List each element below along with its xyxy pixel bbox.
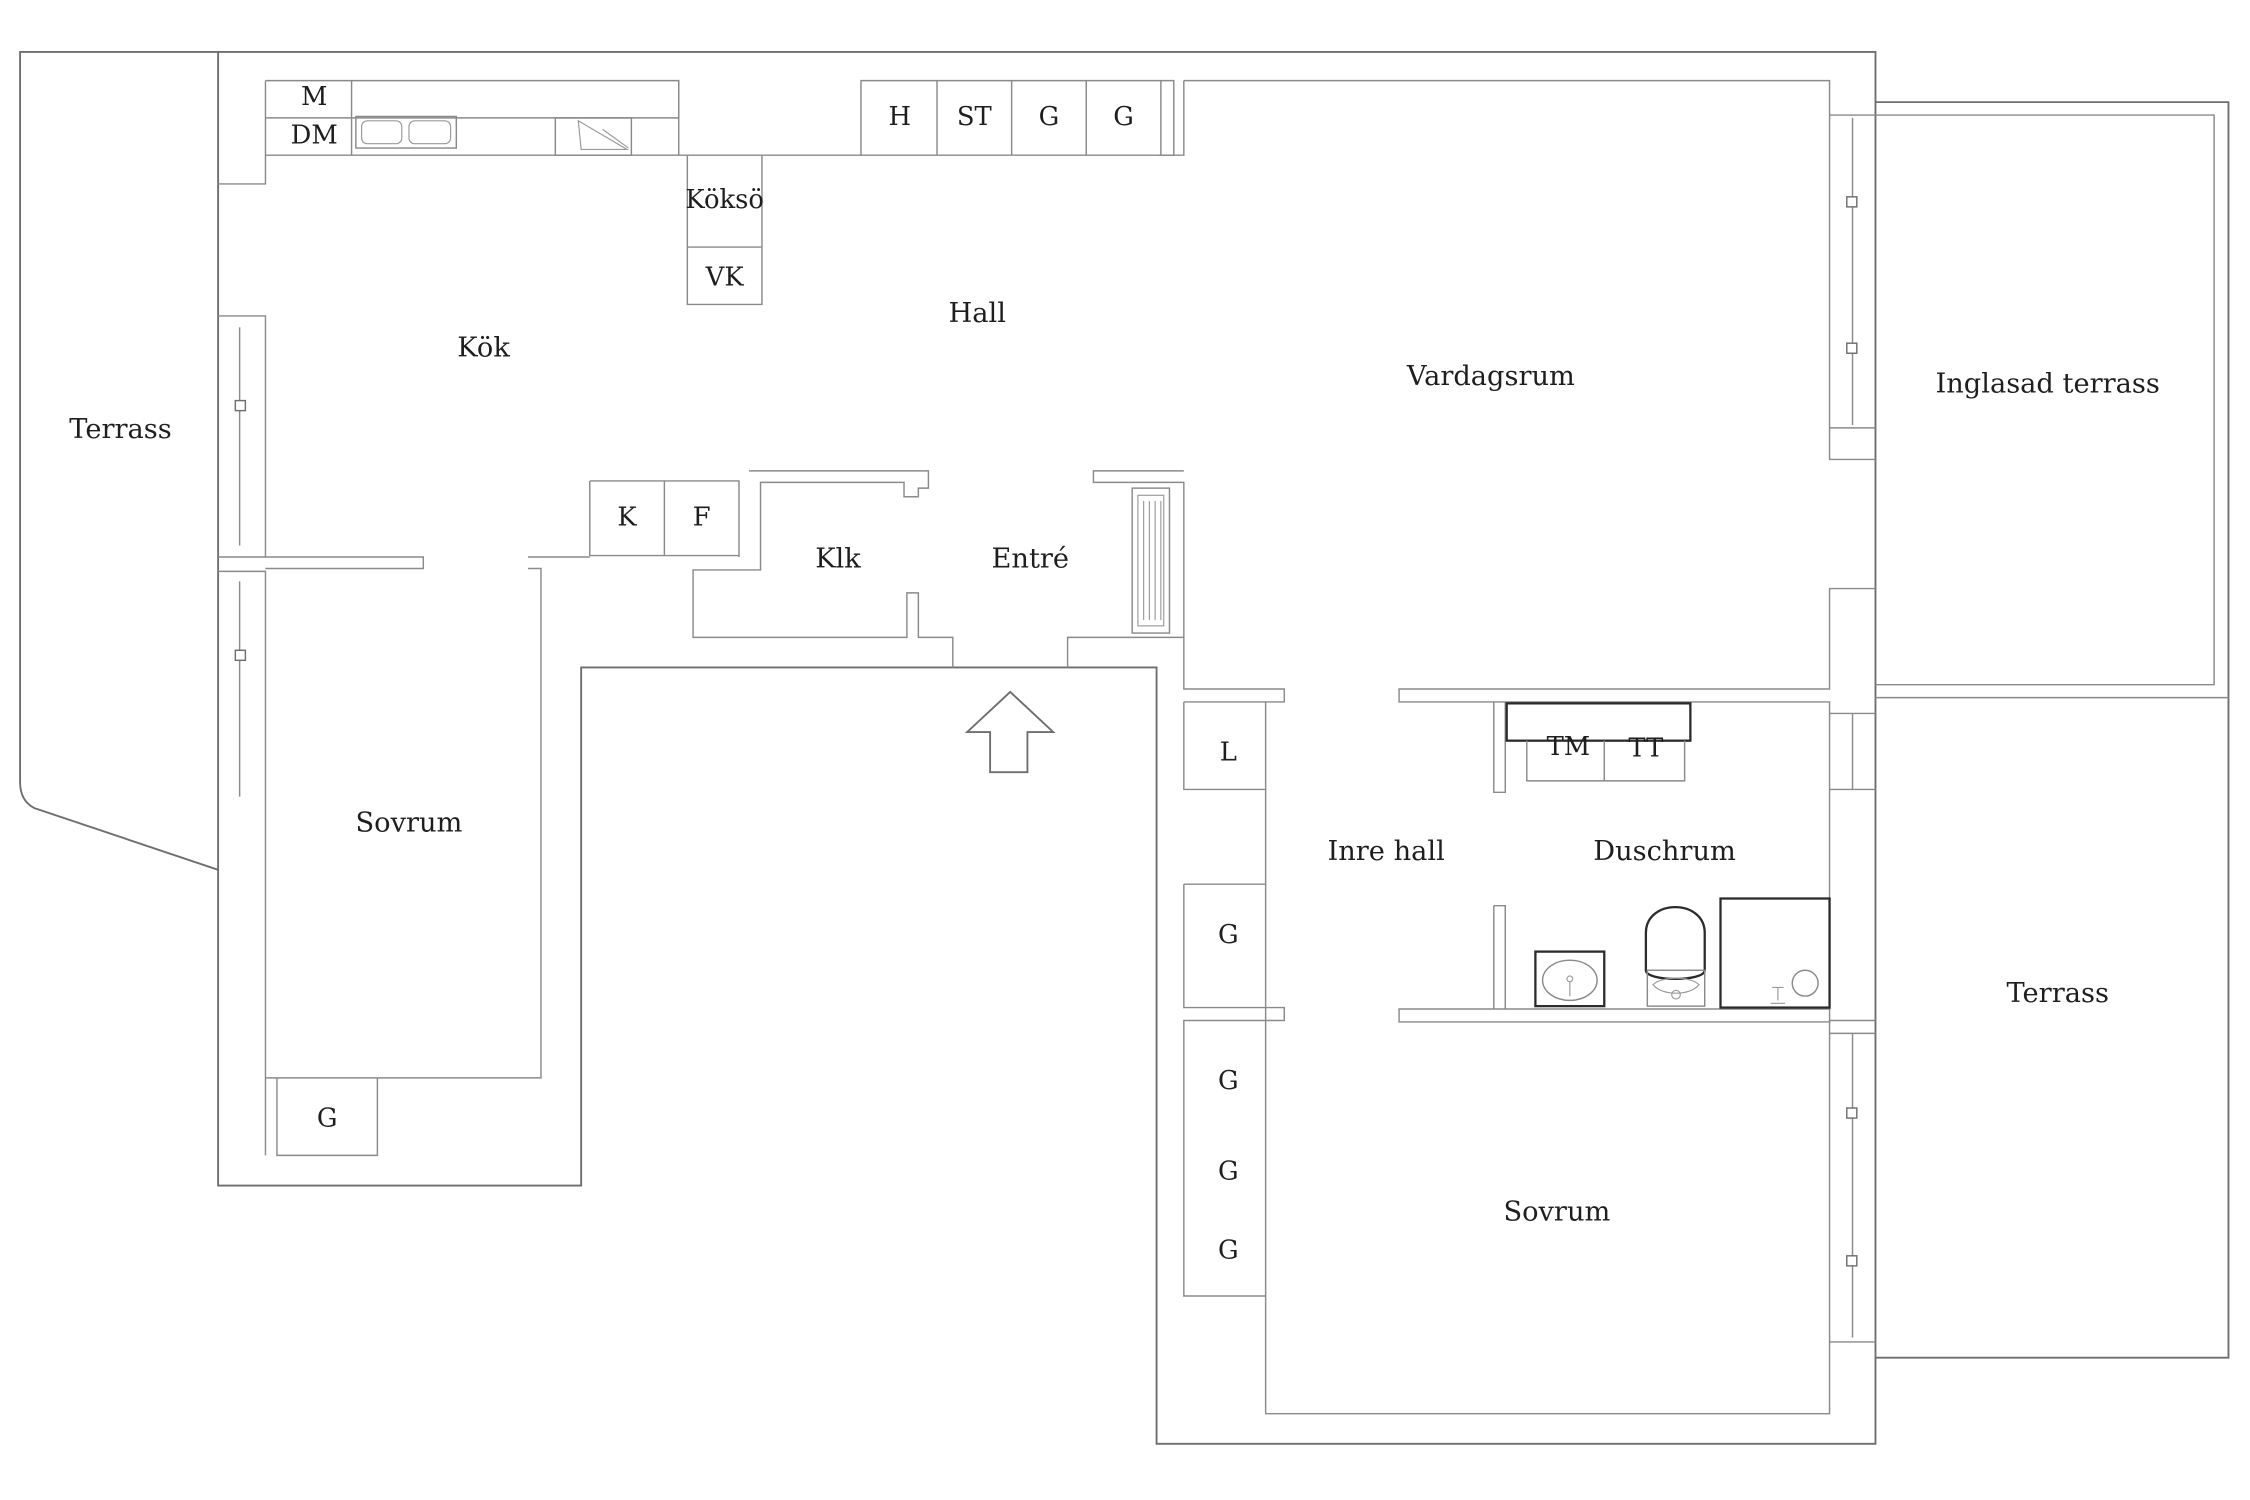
fixture-labels: M DM H ST G G Köksö VK K F G L G TM TT G… — [291, 82, 1664, 1266]
fixture-label-heat-cabinet: H — [888, 102, 911, 132]
room-label-closet: Klk — [815, 543, 861, 574]
fixture-label-microwave: M — [301, 82, 327, 112]
room-label-west-bedroom: Sovrum — [356, 807, 463, 838]
kitchen-island-outline — [686, 155, 763, 306]
fixture-label-wardrobe-hall-2: G — [1113, 102, 1134, 132]
exterior-wall-main — [217, 50, 1877, 1445]
fixture-label-freezer: F — [693, 502, 711, 532]
cabinet-row — [860, 79, 1175, 156]
wardrobe-column — [1183, 701, 1285, 1297]
room-label-entrance: Entré — [992, 543, 1070, 574]
room-label-hall: Hall — [948, 298, 1005, 329]
walls — [217, 50, 1877, 1445]
bedroom-west-partition — [265, 556, 590, 1079]
room-label-living-room: Vardagsrum — [1406, 361, 1575, 392]
room-label-glazed-terrace: Inglasad terrass — [1935, 368, 2159, 399]
fixture-label-washing-machine: TM — [1547, 732, 1591, 762]
fixture-label-dishwasher: DM — [291, 121, 338, 151]
glazed-terrace-inner — [1875, 114, 2229, 699]
sink-icon — [355, 115, 458, 149]
entrance-arrow-icon — [964, 690, 1056, 774]
west-wardrobe-outline — [276, 1077, 379, 1157]
room-label-shower-room: Duschrum — [1593, 836, 1736, 867]
west-wall-inner — [218, 315, 267, 1156]
fixture-label-wardrobe-bedroom-2: G — [1218, 1157, 1239, 1187]
fixture-label-wine-fridge: VK — [705, 263, 745, 293]
fixture-label-wardrobe-hall-1: G — [1039, 102, 1060, 132]
fixture-label-cleaning-cabinet: ST — [957, 102, 992, 132]
room-label-east-bedroom: Sovrum — [1503, 1196, 1610, 1227]
glazed-terrace-outline — [1875, 101, 2230, 1359]
west-terrace-outline — [19, 50, 219, 871]
radiator-icon — [1131, 487, 1171, 634]
washbasin-icon — [1534, 950, 1606, 1008]
fixture-label-wardrobe-west-bedroom: G — [317, 1103, 338, 1133]
washer-dryer-shelf — [1505, 702, 1692, 782]
fridge-freezer-outline — [589, 480, 739, 557]
room-label-east-terrace: Terrass — [2006, 978, 2108, 1009]
east-wall-inner — [1829, 114, 1876, 1343]
fixture-label-wardrobe-bedroom-1: G — [1218, 1066, 1239, 1096]
terraces — [19, 50, 2230, 1359]
fixture-label-fridge: K — [617, 502, 637, 532]
interior-wall-upper — [218, 79, 1876, 461]
fixture-label-linen-closet: L — [1220, 738, 1237, 768]
shower-icon — [1719, 897, 1831, 1009]
fixture-label-kitchen-island: Köksö — [685, 185, 764, 215]
inner-hall-walls — [1398, 587, 1876, 1023]
room-label-west-terrace: Terrass — [69, 414, 171, 445]
window-markers — [234, 196, 1858, 1267]
fixture-label-wardrobe-inner-hall: G — [1218, 920, 1239, 950]
room-labels: Terrass Kök Hall Vardagsrum Inglasad ter… — [69, 298, 2160, 1227]
fixture-label-wardrobe-bedroom-3: G — [1218, 1236, 1239, 1266]
stove-icon — [554, 117, 633, 156]
room-label-kitchen: Kök — [457, 332, 510, 363]
toilet-icon — [1644, 905, 1706, 1007]
fixture-label-dryer: TT — [1628, 733, 1663, 763]
entrance-walls — [1066, 470, 1876, 1415]
room-label-inner-hall: Inre hall — [1327, 836, 1444, 867]
closet-walls — [589, 470, 954, 668]
